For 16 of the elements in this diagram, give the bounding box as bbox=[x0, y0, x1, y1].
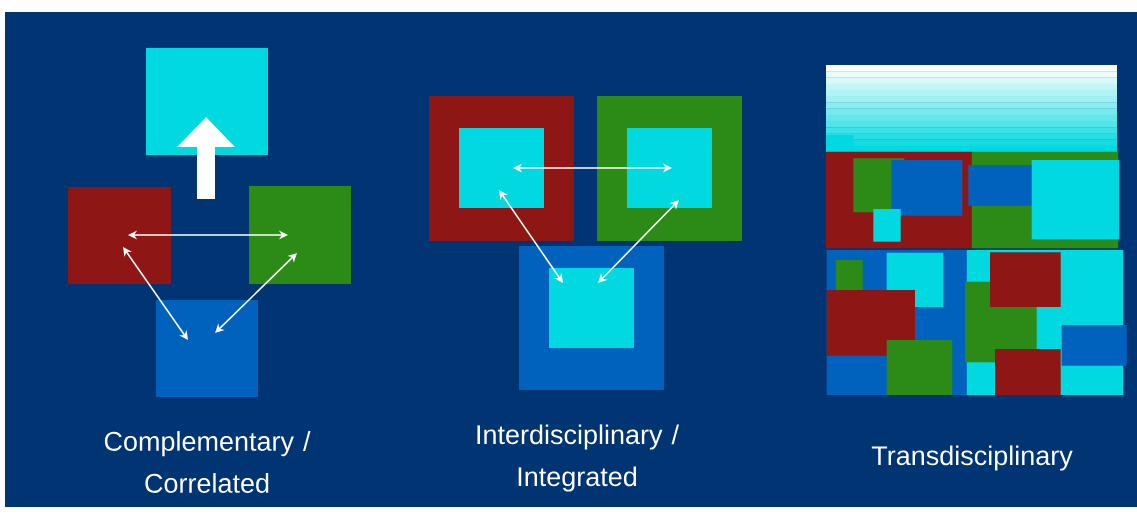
double-arrow bbox=[215, 253, 297, 333]
square bbox=[249, 186, 351, 284]
caption: Transdisciplinary bbox=[871, 445, 1073, 471]
nested-square bbox=[627, 128, 712, 208]
nested-square bbox=[549, 268, 634, 348]
double-arrow bbox=[123, 247, 188, 340]
double-arrow bbox=[128, 230, 288, 240]
square bbox=[146, 48, 268, 155]
double-arrow bbox=[513, 163, 672, 173]
nested-square bbox=[459, 128, 544, 208]
square bbox=[156, 300, 258, 397]
caption: Interdisciplinary / Integrated bbox=[477, 424, 679, 492]
caption: Complementary / Correlated bbox=[104, 431, 311, 493]
double-arrow bbox=[598, 200, 679, 283]
double-arrow bbox=[499, 190, 563, 283]
square bbox=[68, 187, 171, 284]
